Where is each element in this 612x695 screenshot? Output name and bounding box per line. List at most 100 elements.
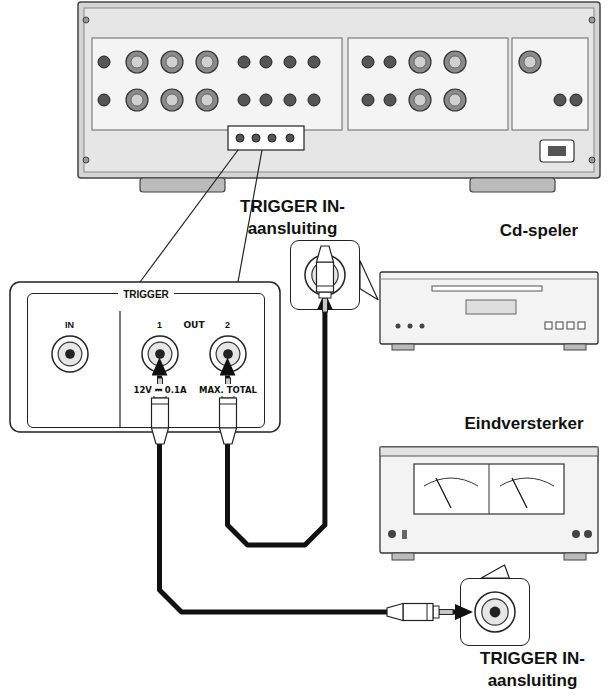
rca-jack bbox=[238, 94, 250, 106]
panel-foot bbox=[140, 178, 555, 192]
jack-sleeve bbox=[148, 342, 172, 366]
callout-box bbox=[460, 578, 530, 646]
cd-player-body bbox=[408, 324, 413, 329]
xlr-inner bbox=[449, 94, 461, 106]
jack-callout: TRIGGER IN-aansluiting bbox=[225, 196, 360, 310]
rca-jack bbox=[98, 56, 110, 68]
jack-hole bbox=[223, 349, 233, 359]
jack-outline bbox=[48, 332, 92, 376]
xlr-connector bbox=[126, 51, 148, 73]
xlr-connector bbox=[196, 51, 218, 73]
cd-player-body bbox=[420, 324, 425, 329]
power-amp-body bbox=[388, 530, 396, 538]
rca-jack bbox=[260, 56, 272, 68]
trigger-section bbox=[236, 134, 244, 142]
node-text: 2 bbox=[206, 318, 250, 332]
power-amp-body bbox=[564, 553, 586, 560]
jack-ring bbox=[305, 255, 345, 295]
callout-heading: TRIGGER IN-aansluiting bbox=[225, 196, 360, 240]
jack-callout: TRIGGER IN-aansluiting bbox=[455, 578, 610, 688]
device-heading: Cd-speler bbox=[478, 220, 600, 242]
panel-foot bbox=[470, 178, 555, 192]
node-text: Eindversterker bbox=[448, 413, 600, 435]
xlr-inner bbox=[131, 56, 143, 68]
xlr-inner bbox=[201, 56, 213, 68]
xlr-connector bbox=[126, 89, 148, 111]
power-amp-body bbox=[392, 553, 414, 560]
power-amp-body bbox=[380, 447, 598, 456]
cd-player-body bbox=[432, 286, 542, 291]
rear-panel bbox=[348, 38, 508, 130]
power-amp-body bbox=[572, 530, 580, 538]
power-inlet bbox=[548, 146, 566, 156]
jack-hole bbox=[490, 607, 501, 618]
cd-player-body bbox=[567, 322, 574, 329]
power-amp-body bbox=[584, 530, 592, 538]
rca-jack bbox=[554, 94, 566, 106]
node-text: TRIGGER IN-aansluiting bbox=[225, 196, 360, 240]
trigger-cable bbox=[160, 376, 456, 613]
xlr-connector bbox=[126, 51, 541, 111]
rear-panel bbox=[78, 2, 600, 178]
power-amp-body bbox=[500, 478, 554, 486]
power-amp-body bbox=[489, 464, 490, 514]
rca-jack bbox=[384, 94, 396, 106]
mini-plug bbox=[387, 604, 453, 621]
xlr-inner bbox=[449, 56, 461, 68]
xlr-inner bbox=[131, 56, 536, 106]
jack-ring bbox=[52, 336, 88, 372]
power-amp-body bbox=[436, 478, 451, 508]
xlr-inner bbox=[166, 56, 178, 68]
rear-panel bbox=[83, 157, 89, 163]
cd-player-body bbox=[392, 344, 414, 350]
rca-jack bbox=[98, 56, 582, 106]
device-heading: Eindversterker bbox=[448, 413, 600, 435]
node-text: Cd-speler bbox=[478, 220, 600, 242]
cd-player-body bbox=[380, 272, 598, 350]
rca-jack bbox=[284, 94, 296, 106]
cd-player-body bbox=[396, 324, 401, 329]
rca-jack bbox=[284, 56, 296, 68]
cd-player-body bbox=[466, 300, 516, 314]
spec-label: OUT bbox=[182, 319, 205, 331]
rear-panel bbox=[78, 2, 600, 178]
jack-ring bbox=[210, 336, 246, 372]
zoom-frame bbox=[10, 282, 280, 432]
trigger-section bbox=[228, 126, 304, 150]
jack-ring bbox=[475, 592, 515, 632]
jack-sleeve bbox=[482, 599, 508, 625]
xlr-connector bbox=[161, 51, 183, 73]
rca-jack bbox=[98, 94, 110, 106]
rear-panel bbox=[512, 38, 588, 130]
power-inlet bbox=[540, 140, 574, 162]
xlr-inner bbox=[414, 56, 426, 68]
panel-heading: TRIGGER bbox=[118, 289, 174, 300]
rca-jack bbox=[570, 94, 582, 106]
xlr-inner bbox=[131, 94, 143, 106]
xlr-connector bbox=[519, 51, 541, 73]
power-amp-body bbox=[424, 478, 478, 486]
rear-panel bbox=[83, 17, 89, 23]
cd-player: Cd-speler bbox=[378, 220, 600, 360]
trigger-section bbox=[252, 134, 260, 142]
power-amp-body bbox=[380, 447, 598, 560]
node-text: IN bbox=[48, 318, 92, 332]
power-amp-body bbox=[402, 530, 407, 539]
jack-socket: 2 bbox=[206, 318, 250, 376]
jack-socket: IN bbox=[48, 318, 92, 376]
jack-sleeve bbox=[58, 342, 82, 366]
xlr-inner bbox=[166, 94, 178, 106]
power-amp-body bbox=[512, 478, 527, 508]
rca-jack bbox=[362, 56, 374, 68]
callout-heading: TRIGGER IN-aansluiting bbox=[455, 648, 610, 692]
jack-hole bbox=[320, 270, 331, 281]
jack-outline bbox=[138, 332, 182, 376]
jack-outline bbox=[206, 332, 250, 376]
trigger-panel: TRIGGERIN12 bbox=[27, 293, 265, 428]
spec-label: 12V ⎓ 0.1A bbox=[133, 384, 188, 396]
xlr-inner bbox=[524, 56, 536, 68]
rca-jack bbox=[384, 56, 396, 68]
zoom-leader bbox=[140, 150, 238, 282]
cd-player-body bbox=[380, 272, 598, 344]
